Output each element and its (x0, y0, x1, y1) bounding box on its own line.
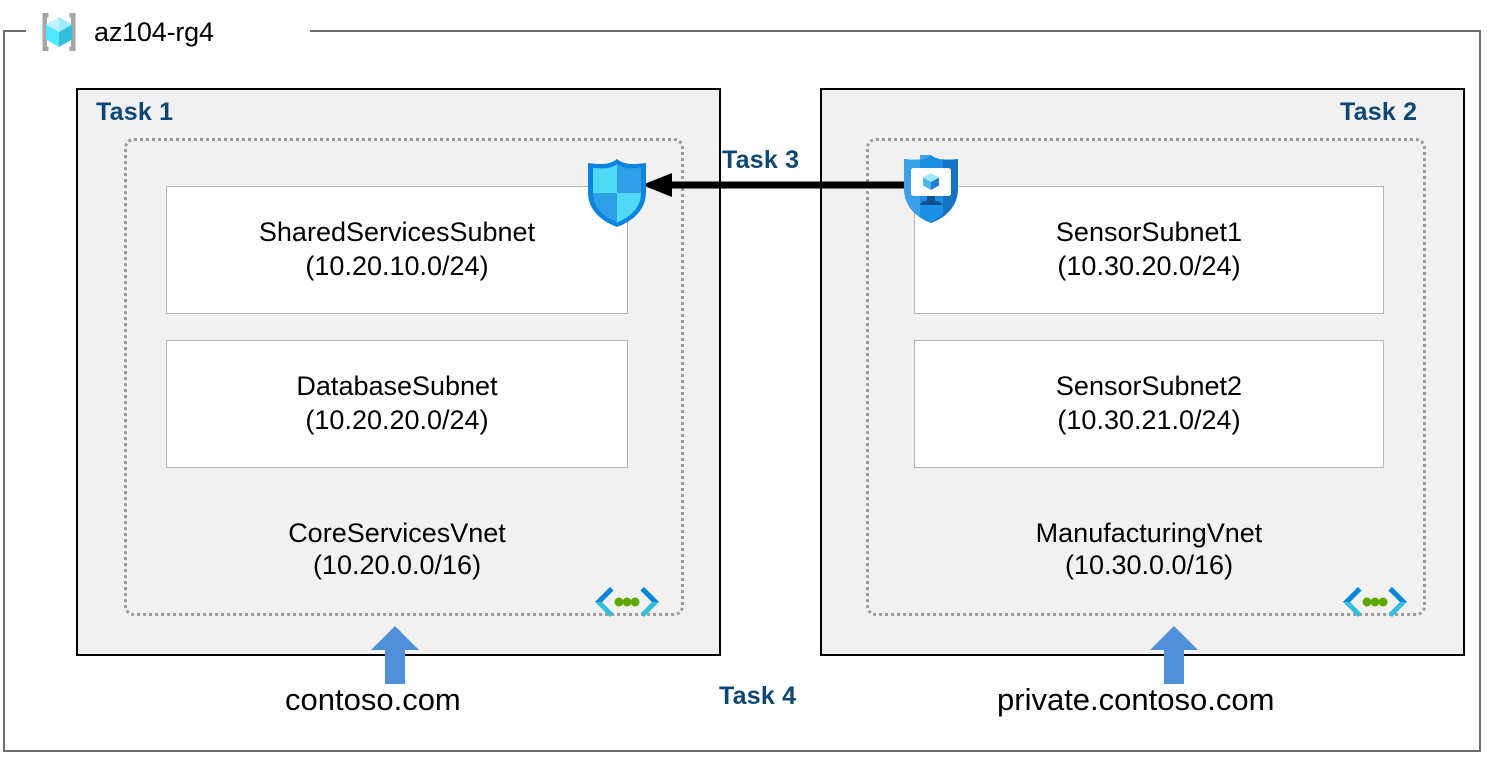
subnet-name: DatabaseSubnet (296, 371, 498, 402)
virtual-network-icon (1340, 584, 1410, 622)
subnet-cidr: (10.30.21.0/24) (1057, 405, 1241, 435)
coreservicesvnet-container (124, 138, 684, 616)
vnet-cidr: (10.20.0.0/16) (312, 549, 482, 580)
manufacturingvnet-container (866, 138, 1426, 616)
vnet-cidr: (10.30.0.0/16) (1064, 549, 1234, 580)
resource-group-header: az104-rg4 (36, 6, 214, 58)
virtual-network-icon (592, 584, 662, 622)
sensorsubnet2-box: SensorSubnet2 (10.30.21.0/24) (914, 340, 1384, 468)
manufacturingvnet-caption: ManufacturingVnet (10.30.0.0/16) (914, 518, 1384, 582)
task-3-label: Task 3 (722, 146, 800, 174)
sensorsubnet1-box: SensorSubnet1 (10.30.20.0/24) (914, 186, 1384, 314)
dns-link-up-arrow (371, 626, 419, 684)
subnet-cidr: (10.20.10.0/24) (305, 251, 489, 281)
task-1-label: Task 1 (96, 98, 174, 126)
coreservicesvnet-caption: CoreServicesVnet (10.20.0.0/16) (166, 518, 628, 582)
sharedservicessubnet-box: SharedServicesSubnet (10.20.10.0/24) (166, 186, 628, 314)
dns-link-up-arrow (1150, 626, 1198, 684)
task-2-label: Task 2 (1340, 98, 1418, 126)
databasesubnet-box: DatabaseSubnet (10.20.20.0/24) (166, 340, 628, 468)
task-3-label-backdrop (721, 90, 820, 186)
subnet-cidr: (10.30.20.0/24) (1057, 251, 1241, 281)
dns-zone-label-right: private.contoso.com (997, 682, 1275, 717)
dns-zone-label-left: contoso.com (285, 682, 461, 717)
bastion-shield-icon (898, 152, 964, 226)
firewall-shield-icon (582, 156, 652, 230)
resource-group-cube-icon (36, 9, 82, 55)
subnet-name: SharedServicesSubnet (258, 217, 536, 248)
vnet-name: CoreServicesVnet (288, 518, 506, 548)
resource-group-name: az104-rg4 (94, 16, 214, 47)
resource-group-frame (3, 30, 1481, 752)
subnet-cidr: (10.20.20.0/24) (305, 405, 489, 435)
subnet-name: SensorSubnet1 (1055, 217, 1243, 248)
vnet-name: ManufacturingVnet (1035, 518, 1263, 548)
subnet-name: SensorSubnet2 (1055, 371, 1243, 402)
task-4-label: Task 4 (719, 682, 797, 710)
task-3-connector-arrow (642, 173, 910, 197)
